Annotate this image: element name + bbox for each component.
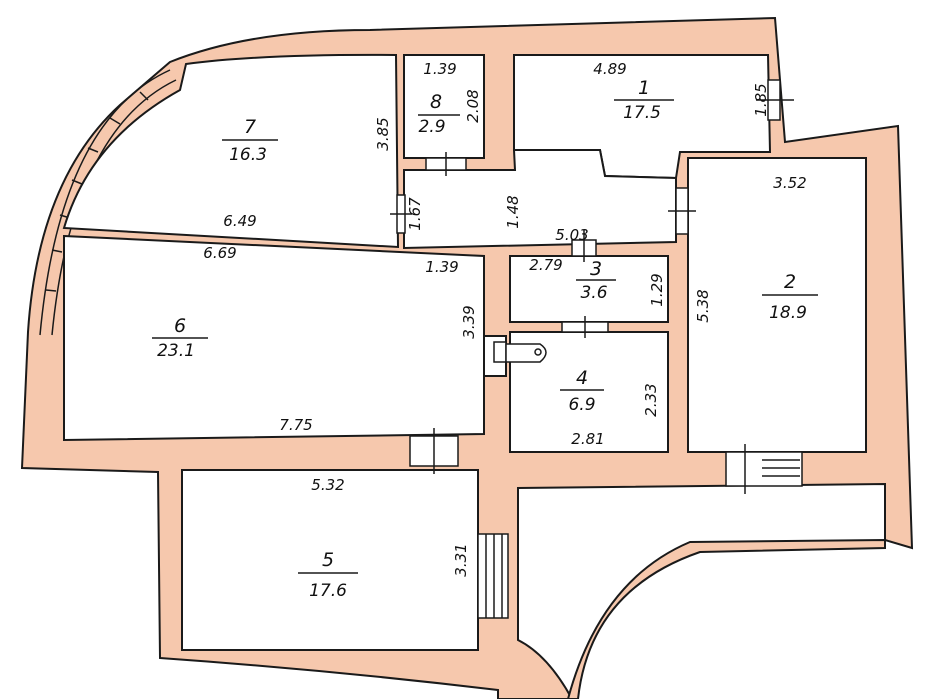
dim-r5-right: 3.31 xyxy=(452,543,470,576)
dim-r6-bottom: 7.75 xyxy=(279,416,312,434)
stairs-room5 xyxy=(477,533,509,619)
room-8-area: 2.9 xyxy=(418,117,445,137)
room-3 xyxy=(509,255,669,323)
room-5-label: 5 17.6 xyxy=(298,549,358,601)
dim-r6-top: 6.69 xyxy=(203,244,236,262)
room-6-area: 23.1 xyxy=(157,341,195,361)
window-room1 xyxy=(756,79,794,121)
room-6-label: 6 23.1 xyxy=(152,315,208,361)
dim-r4-right: 2.33 xyxy=(642,383,660,416)
room-8-label: 8 2.9 xyxy=(418,91,460,137)
dim-r2-top: 3.52 xyxy=(773,174,806,192)
dim-r1-right: 1.85 xyxy=(752,83,770,116)
dim-r2-left: 5.38 xyxy=(694,289,712,322)
room-1-label: 1 17.5 xyxy=(614,77,674,123)
bay-window-arc xyxy=(39,69,171,336)
balcony-door-room2 xyxy=(725,444,803,494)
dim-hall-length: 1.48 xyxy=(504,195,522,228)
room-2-number: 2 xyxy=(784,271,796,293)
dim-r8-top: 1.39 xyxy=(423,60,456,78)
dim-r3-right: 1.29 xyxy=(648,273,666,306)
room-3-area: 3.6 xyxy=(580,283,607,303)
toilet-icon xyxy=(493,341,547,363)
door-room6 xyxy=(409,428,459,474)
door-room8 xyxy=(425,152,467,176)
dim-r1-top: 4.89 xyxy=(593,60,626,78)
door-room2 xyxy=(668,187,696,235)
hallway xyxy=(403,149,677,250)
room-5 xyxy=(181,469,479,651)
dimension-labels: 4.89 1.85 1.39 2.08 3.85 6.49 1.67 1.48 … xyxy=(203,60,806,577)
room-7-number: 7 xyxy=(244,116,256,138)
dim-r6-corner: 1.39 xyxy=(425,258,458,276)
door-room7 xyxy=(390,194,412,234)
room-1-number: 1 xyxy=(638,77,650,99)
room-7-area: 16.3 xyxy=(229,145,267,165)
room-8-number: 8 xyxy=(430,91,442,113)
room-4-label: 4 6.9 xyxy=(560,367,604,415)
dim-r8-right: 2.08 xyxy=(464,89,482,122)
room-6-number: 6 xyxy=(174,315,186,337)
bay-window-ticks xyxy=(45,91,149,292)
room-3-number: 3 xyxy=(590,258,602,280)
dim-r3-left: 2.79 xyxy=(529,256,562,274)
dim-r5-top: 5.32 xyxy=(311,476,344,494)
door-room3 xyxy=(561,316,609,338)
room-2-label: 2 18.9 xyxy=(762,271,818,323)
room-4-number: 4 xyxy=(576,367,588,389)
room-5-number: 5 xyxy=(322,549,334,571)
dim-r7-bottom: 6.49 xyxy=(223,212,256,230)
room-8 xyxy=(403,54,485,159)
room-7-label: 7 16.3 xyxy=(222,116,278,165)
room-6 xyxy=(63,234,485,442)
dim-r4-bottom: 2.81 xyxy=(571,430,604,448)
room-2 xyxy=(687,157,867,453)
room-1-area: 17.5 xyxy=(623,103,661,123)
balcony-arc-wall xyxy=(566,538,886,699)
room-4-area: 6.9 xyxy=(568,395,595,415)
dim-r7-right: 3.85 xyxy=(374,117,392,150)
dim-hall-bottom: 5.03 xyxy=(555,226,588,244)
room-5-area: 17.6 xyxy=(309,581,347,601)
door-room4-right xyxy=(571,230,597,262)
room-3-label: 3 3.6 xyxy=(576,258,616,303)
room-2-area: 18.9 xyxy=(769,303,807,323)
dim-r6-right: 3.39 xyxy=(460,305,478,338)
dim-hall-door: 1.67 xyxy=(406,197,424,231)
room-7 xyxy=(62,53,400,249)
